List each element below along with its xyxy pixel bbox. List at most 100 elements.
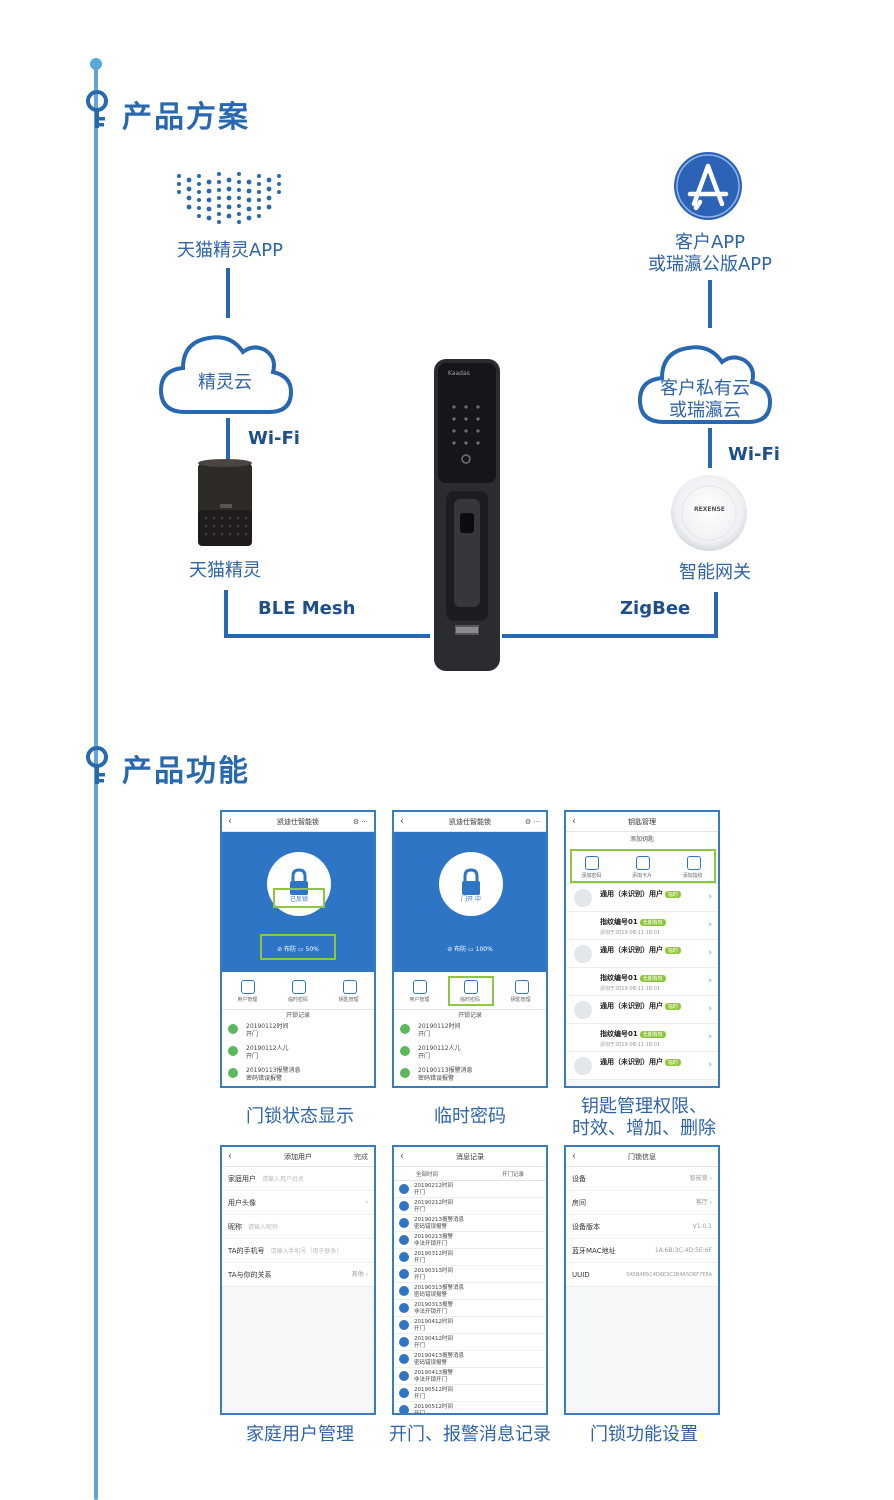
done-button[interactable]: 完成	[354, 1153, 368, 1161]
screen-lock-status: ‹ 凯迪仕智能锁 ⚙ ··· 已反锁 ⊘ 布防 ▭ 50% 用户管理 临时密码 …	[220, 810, 376, 1088]
user-manage-button[interactable]: 用户管理	[222, 972, 273, 1009]
list-item[interactable]: 20190113报警消息密码错误报警	[394, 1064, 546, 1086]
more-icon[interactable]: ⚙ ···	[352, 818, 368, 826]
label-tmall-app: 天猫精灵APP	[176, 240, 284, 261]
avatar-field[interactable]: 用户头像›	[222, 1191, 374, 1215]
list-item[interactable]: 20190213报警消息密码错误报警	[394, 1215, 546, 1232]
list-item[interactable]: 20190312时间开门	[394, 1249, 546, 1266]
list-item[interactable]: 20190112人儿开门	[222, 1042, 374, 1064]
temp-password-button[interactable]: 临时密码	[273, 972, 324, 1009]
phone-field[interactable]: TA的手机号请输入手机号（用于联系）	[222, 1239, 374, 1263]
back-icon[interactable]: ‹	[400, 816, 404, 827]
highlight-box	[448, 976, 494, 1006]
list-item[interactable]: 通用（未识别）用户临时›	[566, 996, 718, 1024]
back-icon[interactable]: ‹	[228, 816, 232, 827]
smart-gateway-device-icon	[671, 475, 747, 551]
nickname-field[interactable]: 昵称请输入昵称	[222, 1215, 374, 1239]
chevron-right-icon: ›	[708, 948, 712, 958]
user-manage-button[interactable]: 用户管理	[394, 972, 445, 1009]
caption-lock-settings: 门锁功能设置	[590, 1424, 698, 1445]
lock-circle[interactable]: 门开 中	[439, 852, 503, 916]
room-row[interactable]: 房间客厅 ›	[566, 1191, 718, 1215]
more-icon[interactable]: ⚙ ···	[524, 818, 540, 826]
temp-password-button[interactable]: 临时密码	[445, 972, 496, 1009]
key-manage-button[interactable]: 钥匙管理	[323, 972, 374, 1009]
caption-key-management-line2: 时效、增加、删除	[572, 1118, 716, 1139]
relation-field[interactable]: TA与你的关系其他 ›	[222, 1263, 374, 1287]
time-filter-dropdown[interactable]: 全部时间	[416, 1172, 439, 1178]
filter-bar: 全部时间 开门记录	[394, 1167, 546, 1181]
caption-message-records: 开门、报警消息记录	[389, 1424, 551, 1445]
add-key-tabs: 添加密码 添加卡片 添加指纹	[566, 848, 718, 884]
add-fingerprint-button[interactable]: 添加指纹	[667, 848, 718, 883]
back-icon[interactable]: ‹	[228, 1151, 232, 1162]
lock-circle[interactable]: 已反锁	[267, 852, 331, 916]
list-item[interactable]: 20190213报警非法开锁开门	[394, 1232, 546, 1249]
label-private-cloud-line1: 客户私有云	[660, 378, 750, 399]
user-avatar-icon	[574, 889, 592, 907]
lock-brand-text: Kaadas	[448, 370, 470, 377]
add-password-button[interactable]: 添加密码	[566, 848, 617, 883]
screen-temp-password: ‹ 凯迪仕智能锁 ⚙ ··· 门开 中 ⊘ 布防 ▭ 100% 用户管理 临时密…	[392, 810, 548, 1088]
caption-key-management-line1: 钥匙管理权限、	[581, 1096, 707, 1117]
list-item[interactable]: 20190112人儿开门	[394, 1042, 546, 1064]
highlight-box	[273, 888, 325, 908]
section-title-function: 产品功能	[122, 754, 250, 789]
list-item[interactable]: 20190313时间开门	[394, 1266, 546, 1283]
padlock-icon	[462, 868, 480, 895]
screen-header: ‹ 消息记录	[394, 1147, 546, 1167]
label-tmall-genie: 天猫精灵	[189, 560, 261, 581]
list-item[interactable]: 20190412时间开门	[394, 1334, 546, 1351]
function-icons: 用户管理 临时密码 钥匙管理	[222, 972, 374, 1010]
list-item[interactable]: 20190212时间开门	[394, 1198, 546, 1215]
connector-app-privatecloud	[708, 280, 712, 328]
list-item[interactable]: 20190412时间开门	[394, 1317, 546, 1334]
device-row[interactable]: 设备智能锁 ›	[566, 1167, 718, 1191]
screen-title: 钥匙管理	[628, 818, 656, 826]
list-item[interactable]: 20190413报警消息密码错误报警	[394, 1351, 546, 1368]
user-icon	[399, 1201, 409, 1211]
user-icon	[399, 1286, 409, 1296]
list-item[interactable]: 20190113报警消息密码错误报警	[222, 1064, 374, 1086]
status-badge: 临时	[665, 947, 682, 954]
screen-message-records: ‹ 消息记录 全部时间 开门记录 20190212时间开门 20190212时间…	[392, 1145, 548, 1415]
list-item[interactable]: 20190413报警非法开锁开门	[394, 1368, 546, 1385]
type-filter-dropdown[interactable]: 开门记录	[501, 1172, 524, 1178]
list-item[interactable]: 20190313报警消息密码错误报警	[394, 1283, 546, 1300]
battery-status: ⊘ 布防 ▭ 100%	[447, 946, 493, 953]
status-badge: 临时	[665, 1059, 682, 1066]
back-icon[interactable]: ‹	[400, 1151, 404, 1162]
avatar: ›	[365, 1199, 368, 1206]
list-item[interactable]: 20190313报警非法开锁开门	[394, 1300, 546, 1317]
list-item[interactable]: 通用（未识别）用户临时›	[566, 940, 718, 968]
label-wifi-left: Wi-Fi	[248, 428, 300, 449]
screen-header: ‹ 添加用户 完成	[222, 1147, 374, 1167]
back-icon[interactable]: ‹	[572, 1151, 576, 1162]
back-icon[interactable]: ‹	[572, 816, 576, 827]
list-item[interactable]: 20190112时间开门	[222, 1020, 374, 1042]
records-title: 开锁记录	[394, 1010, 546, 1020]
caption-family-user: 家庭用户管理	[246, 1424, 354, 1445]
status-badge: 临时	[665, 891, 682, 898]
list-item[interactable]: 通用（未识别）用户临时›	[566, 1052, 718, 1080]
record-status-icon	[400, 1024, 410, 1034]
user-icon	[399, 1388, 409, 1398]
user-icon	[399, 1218, 409, 1228]
user-icon	[399, 1269, 409, 1279]
list-item[interactable]: 20190512时间开门	[394, 1402, 546, 1413]
status-badge: 长期有效	[639, 975, 666, 982]
status-badge: 长期有效	[639, 919, 666, 926]
family-user-field[interactable]: 家庭用户请输入用户姓名	[222, 1167, 374, 1191]
list-item[interactable]: 20190112时间开门	[394, 1020, 546, 1042]
list-item[interactable]: 20190212时间开门	[394, 1181, 546, 1198]
add-card-button[interactable]: 添加卡片	[617, 848, 668, 883]
records-title: 开锁记录	[222, 1010, 374, 1020]
list-item[interactable]: 20190512时间开门	[394, 1385, 546, 1402]
connector-ble-mesh	[224, 634, 430, 638]
list-item[interactable]: 通用（未识别）用户临时›	[566, 884, 718, 912]
key-manage-button[interactable]: 钥匙管理	[495, 972, 546, 1009]
